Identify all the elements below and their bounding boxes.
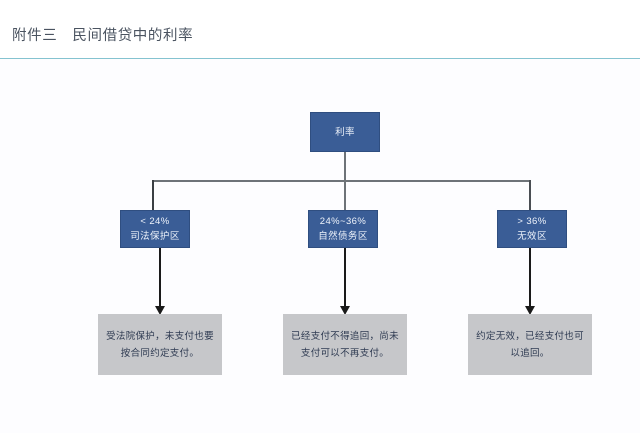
node-branch-under-24[interactable]: < 24% 司法保护区: [120, 210, 190, 248]
leaf-outcome-text: 已经支付不得追回，尚未支付可以不再支付。: [291, 330, 399, 359]
arrow-head-middle: [340, 306, 350, 315]
leaf-outcome-text: 受法院保护，未支付也要按合同约定支付。: [106, 330, 214, 359]
arrow-head-right: [525, 306, 535, 315]
arrow-head-left: [155, 306, 165, 315]
header-divider: [0, 58, 640, 59]
node-branch-zone-label: 无效区: [517, 231, 547, 242]
connector-horizontal-bus: [152, 180, 531, 182]
page-header: 附件三 民间借贷中的利率: [0, 0, 640, 59]
leaf-outcome-24-to-36[interactable]: 已经支付不得追回，尚未支付可以不再支付。: [283, 314, 407, 375]
node-branch-range-label: > 36%: [517, 216, 547, 227]
node-branch-over-36[interactable]: > 36% 无效区: [497, 210, 567, 248]
page-title: 附件三 民间借贷中的利率: [12, 28, 194, 44]
flowchart-canvas: 利率 < 24% 司法保护区 24%~36% 自然债务区 > 36% 无效区 受…: [0, 59, 640, 433]
leaf-outcome-text: 约定无效，已经支付也可以追回。: [476, 330, 584, 359]
connector-drop-right: [529, 180, 531, 210]
connector-drop-left: [152, 180, 154, 210]
node-branch-range-label: < 24%: [140, 216, 170, 227]
arrow-shaft-left: [159, 248, 161, 308]
arrow-shaft-right: [529, 248, 531, 308]
connector-drop-middle: [344, 180, 346, 210]
node-root-label: 利率: [335, 126, 355, 138]
connector-root-stem: [344, 152, 346, 181]
node-root-interest-rate[interactable]: 利率: [310, 112, 380, 152]
node-branch-24-to-36[interactable]: 24%~36% 自然债务区: [308, 210, 378, 248]
node-branch-zone-label: 自然债务区: [318, 231, 368, 242]
leaf-outcome-under-24[interactable]: 受法院保护，未支付也要按合同约定支付。: [98, 314, 222, 375]
node-branch-range-label: 24%~36%: [319, 216, 367, 227]
node-branch-zone-label: 司法保护区: [130, 231, 180, 242]
arrow-shaft-middle: [344, 248, 346, 308]
leaf-outcome-over-36[interactable]: 约定无效，已经支付也可以追回。: [468, 314, 592, 375]
